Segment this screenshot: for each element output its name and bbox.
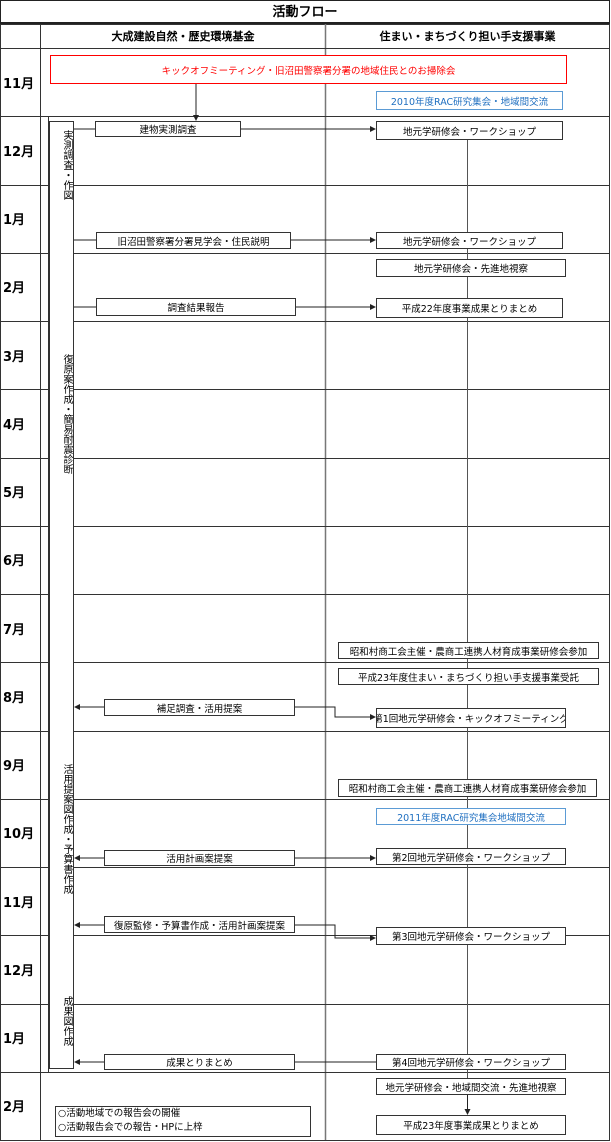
fy23-commission-box: 平成23年度住まい・まちづくり担い手支援事業受託: [338, 668, 599, 685]
month-label: 11月: [3, 76, 35, 92]
rac-2011-box: 2011年度RAC研究集会地域間交流: [376, 808, 566, 825]
month-label: 5月: [3, 486, 26, 502]
training-participation-box: 昭和村商工会主催・農商工連携人材育成事業研修会参加: [338, 642, 599, 659]
rac-2010-box: 2010年度RAC研究集会・地域間交流: [376, 91, 563, 110]
workshop-box: 地元学研修会・ワークショップ: [376, 232, 563, 249]
results-summary-box: 成果とりまとめ: [104, 1054, 295, 1070]
fy23-summary-box: 平成23年度事業成果とりまとめ: [376, 1115, 566, 1135]
second-workshop-box: 第2回地元学研修会・ワークショップ: [376, 848, 566, 865]
building-survey-box: 建物実測調査: [95, 121, 241, 137]
month-label: 8月: [3, 690, 26, 706]
column-header-left: 大成建設自然・歴史環境基金: [111, 30, 255, 43]
restoration-supervision-box: 復原監修・予算書作成・活用計画案提案: [104, 916, 295, 933]
first-workshop-box: 第1回地元学研修会・キックオフミーティング: [376, 708, 566, 728]
report-notes-box: ○活動地域での報告会の開催 ○活動報告会での報告・HPに上梓: [55, 1106, 311, 1137]
month-label: 7月: [3, 622, 26, 638]
fourth-workshop-box: 第4回地元学研修会・ワークショップ: [376, 1054, 566, 1070]
phase-bar: 実測調査・作図 復原案作成・簡易耐震診断 活用提案図作成・予算書作成 成果図作成: [49, 121, 74, 1069]
phase-utilization-proposal: 活用提案図作成・予算書作成: [61, 764, 72, 894]
column-header-right: 住まい・まちづくり担い手支援事業: [379, 30, 556, 43]
month-label: 11月: [3, 895, 35, 911]
note-line: ○活動地域での報告会の開催: [58, 1108, 181, 1119]
note-line: ○活動報告会での報告・HPに上梓: [58, 1122, 203, 1133]
training-participation-box: 昭和村商工会主催・農商工連携人材育成事業研修会参加: [338, 779, 597, 797]
chart-title: 活動フロー: [0, 0, 610, 24]
workshop-box: 地元学研修会・ワークショップ: [376, 121, 563, 140]
fy22-summary-box: 平成22年度事業成果とりまとめ: [376, 298, 563, 318]
month-label: 12月: [3, 963, 35, 979]
month-label: 1月: [3, 213, 26, 229]
month-label: 3月: [3, 349, 26, 365]
phase-result-drawings: 成果図作成: [61, 996, 72, 1046]
month-label: 6月: [3, 554, 26, 570]
month-label: 1月: [3, 1032, 26, 1048]
month-label: 10月: [3, 827, 35, 843]
phase-survey: 実測調査・作図: [61, 130, 72, 200]
month-label: 2月: [3, 1100, 26, 1116]
site-tour-box: 旧沼田警察署分署見学会・住民説明: [96, 232, 291, 249]
month-label: 9月: [3, 759, 26, 775]
supplementary-survey-box: 補足調査・活用提案: [104, 699, 295, 716]
third-workshop-box: 第3回地元学研修会・ワークショップ: [376, 927, 566, 945]
kickoff-box: キックオフミーティング・旧沼田警察署分署の地域住民とのお掃除会: [50, 55, 567, 84]
survey-report-box: 調査結果報告: [96, 298, 296, 316]
site-visit-box: 地元学研修会・先進地視察: [376, 259, 566, 277]
month-label: 4月: [3, 417, 26, 433]
month-label: 12月: [3, 144, 35, 160]
phase-restoration-plan: 復原案作成・簡易耐震診断: [61, 354, 72, 474]
month-label: 2月: [3, 281, 26, 297]
exchange-visit-box: 地元学研修会・地域間交流・先進地視察: [376, 1078, 566, 1095]
plan-proposal-box: 活用計画案提案: [104, 850, 295, 866]
